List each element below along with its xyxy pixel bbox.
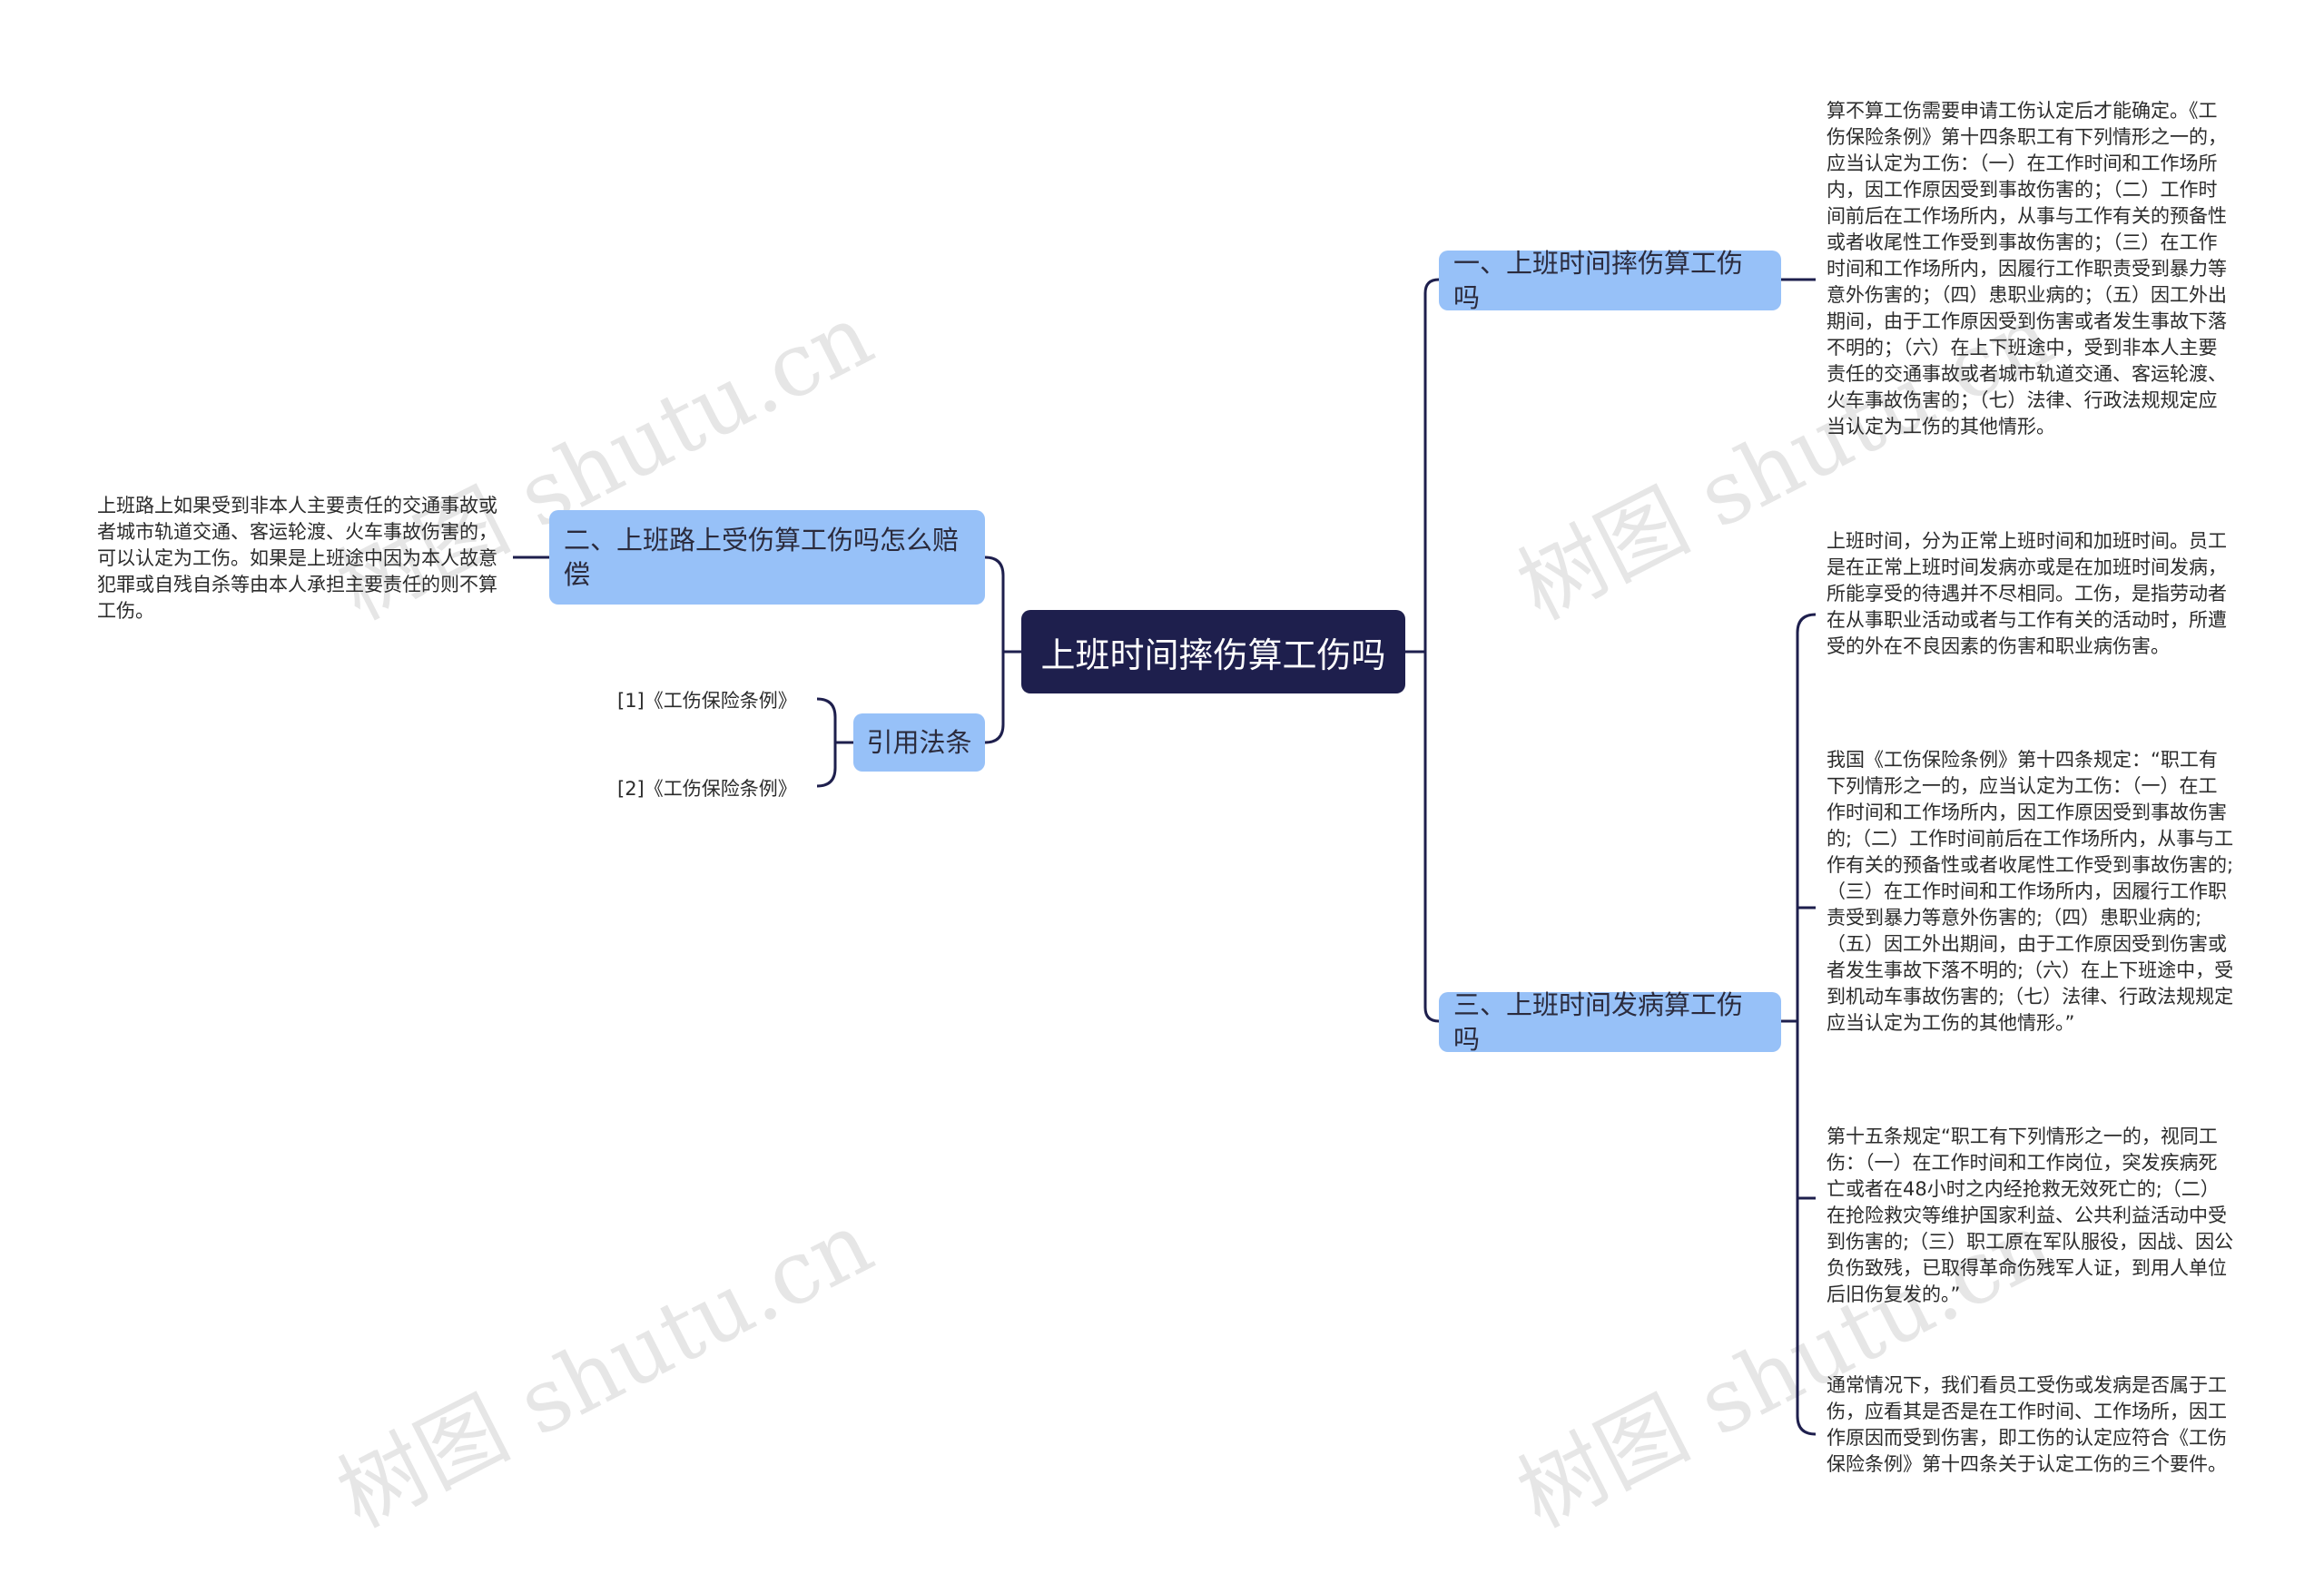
branch-3-text-1: 上班时间，分为正常上班时间和加班时间。员工是在正常上班时间发病亦或是在加班时间发… bbox=[1827, 530, 2227, 657]
branch-1-text: 算不算工伤需要申请工伤认定后才能确定。《工伤保险条例》第十四条职工有下列情形之一… bbox=[1827, 100, 2227, 438]
branch-topic-1[interactable]: 一、上班时间摔伤算工伤吗 bbox=[1439, 248, 1781, 313]
cite-topic[interactable]: 引用法条 bbox=[853, 713, 985, 772]
branch-topic-3[interactable]: 三、上班时间发病算工伤吗 bbox=[1439, 989, 1781, 1055]
branch-2-text: 上班路上如果受到非本人主要责任的交通事故或者城市轨道交通、客运轮渡、火车事故伤害… bbox=[97, 495, 497, 622]
branch-3-text-4: 通常情况下，我们看员工受伤或发病是否属于工伤，应看其是否是在工作时间、工作场所，… bbox=[1827, 1374, 2227, 1475]
branch-3-text-3: 第十五条规定“职工有下列情形之一的，视同工伤：（一）在工作时间和工作岗位，突发疾… bbox=[1827, 1126, 2234, 1305]
cite-item-1[interactable]: [1]《工伤保险条例》 bbox=[617, 690, 797, 712]
root-topic[interactable]: 上班时间摔伤算工伤吗 bbox=[1021, 610, 1405, 693]
branch-topic-2[interactable]: 二、上班路上受伤算工伤吗怎么赔偿 bbox=[549, 510, 985, 605]
cite-item-2[interactable]: [2]《工伤保险条例》 bbox=[617, 778, 797, 800]
branch-3-text-2: 我国《工伤保险条例》第十四条规定：“职工有下列情形之一的，应当认定为工伤：（一）… bbox=[1827, 749, 2234, 1034]
